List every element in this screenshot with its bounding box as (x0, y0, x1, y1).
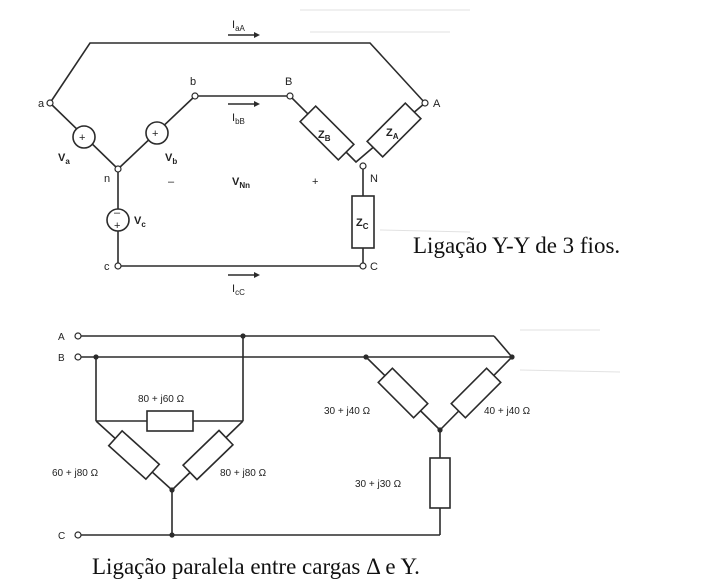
svg-text:Vc: Vc (134, 215, 146, 229)
delta-right-impedance (181, 429, 235, 481)
bottom-caption: Ligação paralela entre cargas Δ e Y. (92, 554, 420, 579)
delta-left-impedance (107, 429, 161, 481)
junction-dot (363, 354, 369, 360)
terminal-b-label: b (190, 76, 196, 88)
top-caption: Ligação Y-Y de 3 fios. (413, 233, 620, 258)
wye-bottom-value: 30 + j30 Ω (355, 479, 402, 490)
wire-a-line (49, 42, 426, 104)
vnn-plus: + (312, 176, 318, 188)
svg-text:IcC: IcC (232, 283, 245, 297)
line-A-terminal (74, 332, 82, 340)
junction-dot (509, 354, 515, 360)
terminal-n-node (114, 165, 122, 173)
delta-top-impedance (146, 410, 194, 432)
impedance-zb: ZB (298, 104, 356, 162)
vnn-label: VNn (232, 176, 250, 190)
svg-text:+: + (152, 128, 158, 140)
wye-bottom-impedance (429, 457, 451, 509)
svg-text:Vb: Vb (165, 152, 177, 166)
wye-left-value: 30 + j40 Ω (324, 406, 371, 417)
terminal-B-label: B (285, 76, 292, 88)
junction-dot (437, 427, 443, 433)
parallel-delta-wye-diagram: A B C 80 + j60 Ω 60 + j80 Ω 80 + j80 Ω 3… (52, 332, 531, 579)
delta-left-value: 60 + j80 Ω (52, 468, 99, 479)
terminal-N-label: N (370, 173, 378, 185)
svg-text:+: + (114, 220, 120, 232)
vnn-minus: – (168, 176, 175, 188)
line-B-terminal (74, 353, 82, 361)
terminal-B-node (286, 92, 294, 100)
svg-text:ZB: ZB (318, 129, 331, 143)
line-A-to-B-corner (493, 335, 513, 358)
svg-text:ZC: ZC (356, 217, 369, 231)
line-A-label: A (58, 332, 65, 343)
terminal-A-label: A (433, 98, 441, 110)
wye-right-value: 40 + j40 Ω (484, 406, 531, 417)
junction-dot (169, 532, 175, 538)
svg-text:IaA: IaA (232, 19, 246, 33)
yy-three-wire-diagram: IaA IbB IcC + Va + Vb – + Vc (38, 19, 620, 297)
current-arrow-aA: IaA (228, 19, 260, 38)
current-arrow-cC: IcC (228, 272, 260, 297)
junction-dot (240, 333, 246, 339)
line-B-label: B (58, 353, 65, 364)
impedance-zc: ZC (351, 195, 375, 249)
svg-text:ZA: ZA (386, 127, 399, 141)
line-C-label: C (58, 531, 65, 542)
terminal-N-node (359, 162, 367, 170)
svg-text:IbB: IbB (232, 112, 245, 126)
svg-text:+: + (79, 132, 85, 144)
svg-text:Va: Va (58, 152, 70, 166)
terminal-n-label: n (104, 173, 110, 185)
wye-right-impedance (450, 367, 502, 419)
terminal-C-label: C (370, 261, 378, 273)
junction-dot (169, 487, 175, 493)
impedance-za: ZA (365, 101, 423, 159)
source-vc: – + Vc (106, 207, 146, 232)
delta-right-value: 80 + j80 Ω (220, 468, 267, 479)
svg-text:–: – (114, 207, 121, 219)
terminal-c-label: c (104, 261, 110, 273)
terminal-c-node (114, 262, 122, 270)
line-C-terminal (74, 531, 82, 539)
source-vb: + Vb (145, 121, 177, 166)
scan-artifacts (300, 9, 621, 373)
current-arrow-bB: IbB (228, 101, 260, 126)
wye-left-impedance (377, 367, 429, 419)
junction-dot (93, 354, 99, 360)
terminal-A-node (421, 99, 429, 107)
source-va: + Va (58, 125, 96, 166)
terminal-a-label: a (38, 98, 45, 110)
terminal-b-node (191, 92, 199, 100)
terminal-a-node (46, 99, 54, 107)
terminal-C-node (359, 262, 367, 270)
delta-top-value: 80 + j60 Ω (138, 394, 185, 405)
